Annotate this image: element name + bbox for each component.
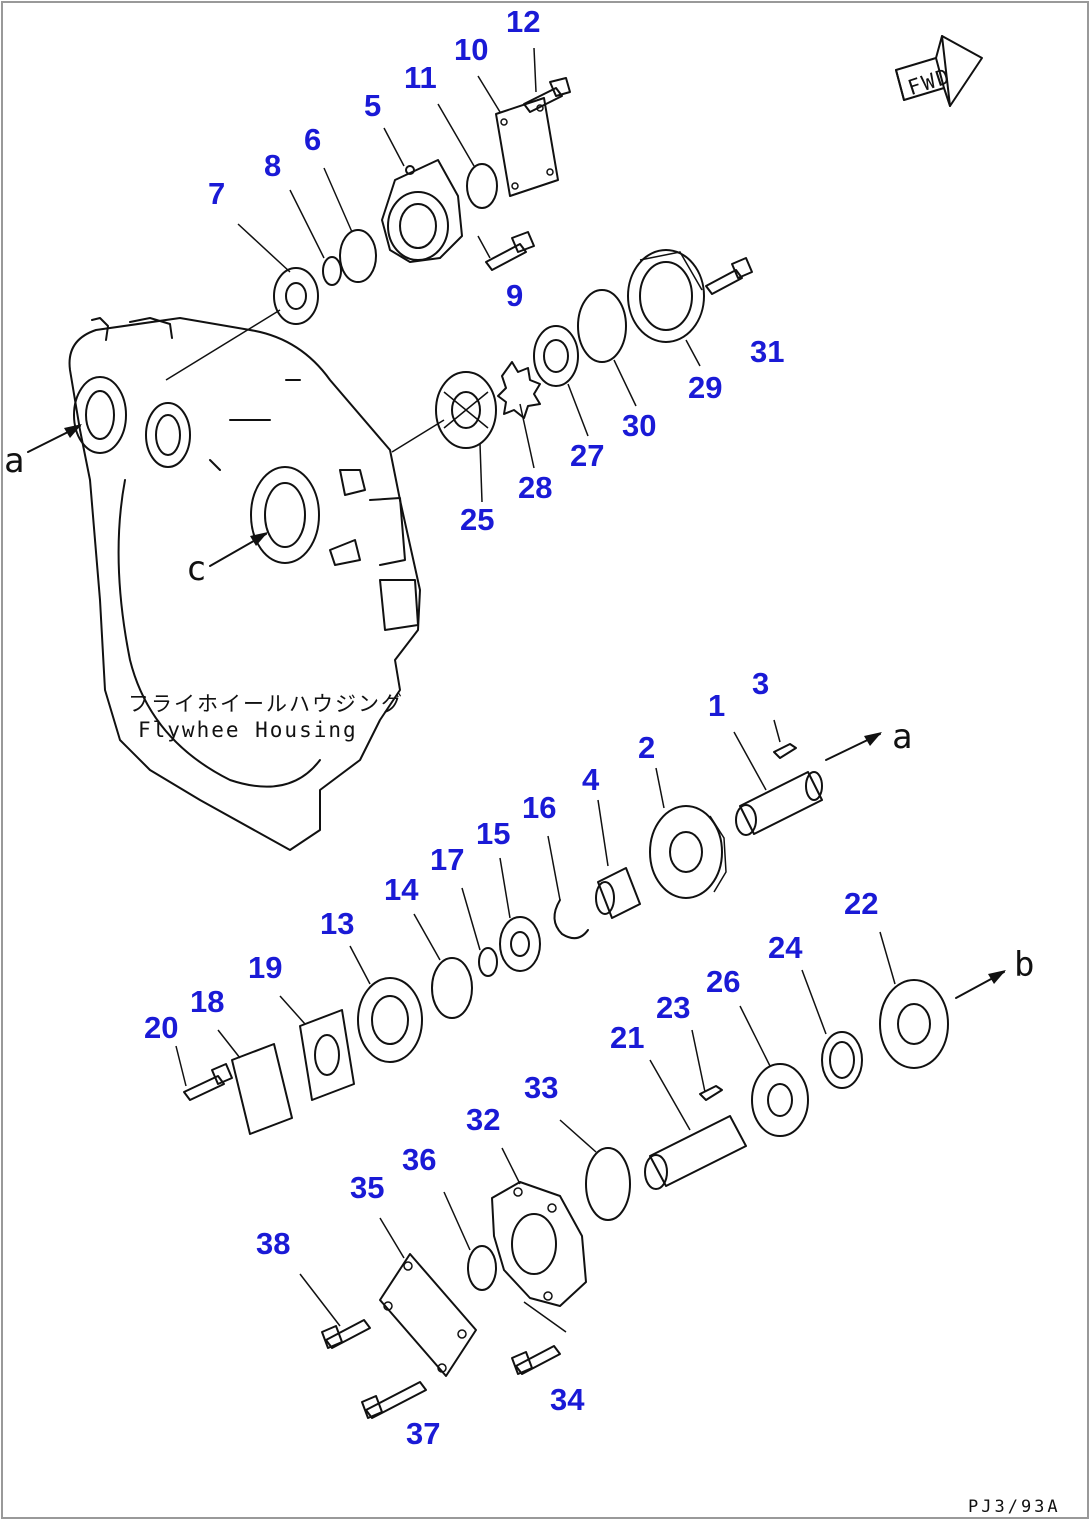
part-18-plate <box>231 1043 293 1135</box>
part-7-bearing <box>273 267 319 325</box>
callout-16: 16 <box>522 790 556 825</box>
callout-15: 15 <box>476 816 510 851</box>
part-1-shaft <box>735 771 823 836</box>
callout-5: 5 <box>364 88 381 123</box>
callout-24: 24 <box>768 930 803 965</box>
callout-36: 36 <box>402 1142 436 1177</box>
callout-37: 37 <box>406 1416 440 1451</box>
callout-9: 9 <box>506 278 523 313</box>
part-5-cover <box>381 159 463 263</box>
callout-27: 27 <box>570 438 604 473</box>
flywheel-housing <box>68 317 421 851</box>
callout-8: 8 <box>264 148 281 183</box>
part-4-bushing <box>595 867 641 919</box>
callout-18: 18 <box>190 984 224 1019</box>
part-27-bearing <box>533 325 579 387</box>
callout-12: 12 <box>506 4 540 39</box>
part-10-plate <box>495 97 559 197</box>
callout-4: 4 <box>582 762 600 797</box>
callout-35: 35 <box>350 1170 384 1205</box>
callout-32: 32 <box>466 1102 500 1137</box>
part-3-key <box>773 743 797 759</box>
ref-c: c <box>186 549 206 589</box>
callouts: 1 2 3 4 5 6 7 8 9 10 11 12 13 14 15 16 1… <box>144 4 878 1451</box>
part-29-cover <box>627 249 705 343</box>
callout-3: 3 <box>752 666 769 701</box>
callout-7: 7 <box>208 176 225 211</box>
part-21-shaft <box>644 1115 747 1190</box>
part-30-oring <box>577 289 627 363</box>
callout-17: 17 <box>430 842 464 877</box>
callout-6: 6 <box>304 122 321 157</box>
callout-28: 28 <box>518 470 552 505</box>
callout-10: 10 <box>454 32 488 67</box>
part-35-cover <box>379 1253 477 1377</box>
part-8-ring <box>322 256 342 286</box>
part-28-washer <box>497 361 541 419</box>
part-12-bolt <box>523 77 571 113</box>
part-16-snapring <box>553 899 589 940</box>
housing-label-en: Flywhee Housing <box>138 718 358 742</box>
callout-26: 26 <box>706 964 740 999</box>
callout-22: 22 <box>844 886 878 921</box>
callout-13: 13 <box>320 906 354 941</box>
ref-a-right: a <box>892 717 912 757</box>
callout-38: 38 <box>256 1226 290 1261</box>
drawing-code: PJ3/93A <box>968 1497 1061 1517</box>
callout-33: 33 <box>524 1070 558 1105</box>
part-31-bolt <box>705 257 753 295</box>
callout-31: 31 <box>750 334 784 369</box>
fwd-arrow-icon <box>895 35 983 107</box>
part-23-key <box>699 1085 723 1101</box>
callout-29: 29 <box>688 370 722 405</box>
part-24-bushing <box>821 1031 863 1089</box>
arrow-b-icon <box>955 970 1006 999</box>
part-36-oring <box>467 1245 497 1291</box>
part-13-cover <box>357 977 423 1063</box>
part-22-gear <box>879 979 949 1069</box>
callout-21: 21 <box>610 1020 644 1055</box>
part-9-bolt <box>477 231 535 271</box>
ref-b: b <box>1014 945 1034 985</box>
callout-23: 23 <box>656 990 690 1025</box>
part-6-oring <box>339 229 377 283</box>
ref-a-left: a <box>4 441 24 481</box>
part-33-oring <box>585 1147 631 1221</box>
callout-19: 19 <box>248 950 282 985</box>
part-37-bolt <box>361 1381 427 1419</box>
part-17-ring <box>478 947 498 977</box>
arrow-a-right-icon <box>825 732 882 761</box>
part-26-bearing <box>751 1063 809 1137</box>
arrow-c-icon <box>209 532 268 567</box>
part-14-oring <box>431 957 473 1019</box>
callout-25: 25 <box>460 502 494 537</box>
part-34-bolt <box>511 1345 561 1375</box>
callout-2: 2 <box>638 730 655 765</box>
part-25-gear <box>435 371 497 449</box>
part-2-gear <box>649 805 727 899</box>
callout-1: 1 <box>708 688 725 723</box>
part-20-bolt <box>183 1063 233 1101</box>
callout-30: 30 <box>622 408 656 443</box>
part-11-oring <box>466 163 498 209</box>
callout-34: 34 <box>550 1382 585 1417</box>
arrow-a-left-icon <box>27 424 82 453</box>
part-19-gasket <box>299 1009 355 1101</box>
housing-label-jp: フライホイールハウジング <box>128 692 404 716</box>
callout-14: 14 <box>384 872 419 907</box>
leader-lines <box>165 47 896 1333</box>
callout-11: 11 <box>404 60 437 95</box>
part-38-bolt <box>321 1319 371 1349</box>
part-15-bearing <box>499 916 541 972</box>
callout-20: 20 <box>144 1010 178 1045</box>
part-32-housing <box>491 1181 587 1307</box>
